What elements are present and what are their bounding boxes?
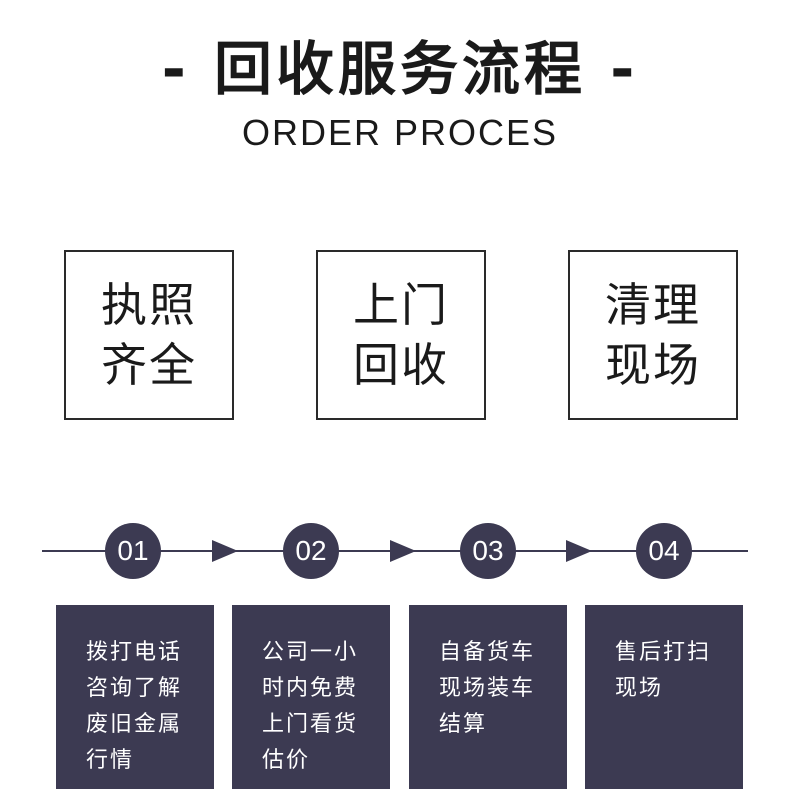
feature-line: 齐全 (101, 338, 197, 392)
step-text: 售后打扫 (615, 640, 712, 665)
feature-box-onsite: 上门 回收 (316, 250, 486, 420)
step-text: 公司一小 (262, 640, 359, 665)
feature-box-cleanup: 清理 现场 (568, 250, 738, 420)
step-text: 上门看货 (262, 712, 359, 737)
step-number: 03 (460, 523, 516, 579)
step-text: 现场 (615, 676, 664, 701)
step-card: 售后打扫 现场 (585, 605, 743, 789)
step-text: 行情 (86, 748, 135, 773)
feature-line: 上门 (353, 278, 449, 332)
feature-line: 执照 (101, 278, 197, 332)
arrow-right-icon (566, 540, 592, 562)
page-title: - 回收服务流程 - (161, 35, 639, 103)
step-text: 咨询了解 (86, 676, 183, 701)
feature-line: 清理 (605, 278, 701, 332)
step-text: 废旧金属 (86, 712, 183, 737)
step-number: 02 (283, 523, 339, 579)
feature-line: 现场 (605, 338, 701, 392)
step-card: 自备货车 现场装车 结算 (409, 605, 567, 789)
page-subtitle: ORDER PROCES (241, 112, 559, 153)
step-text: 自备货车 (439, 640, 536, 665)
step-text: 估价 (262, 748, 311, 773)
step-number: 04 (636, 523, 692, 579)
feature-box-license: 执照 齐全 (64, 250, 234, 420)
step-card: 拨打电话 咨询了解 废旧金属 行情 (56, 605, 214, 789)
step-text: 时内免费 (262, 676, 359, 701)
arrow-right-icon (212, 540, 238, 562)
step-text: 现场装车 (439, 676, 536, 701)
feature-line: 回收 (353, 338, 449, 392)
step-number: 01 (105, 523, 161, 579)
step-text: 结算 (439, 712, 488, 737)
step-card: 公司一小 时内免费 上门看货 估价 (232, 605, 390, 789)
arrow-right-icon (390, 540, 416, 562)
step-text: 拨打电话 (86, 640, 183, 665)
